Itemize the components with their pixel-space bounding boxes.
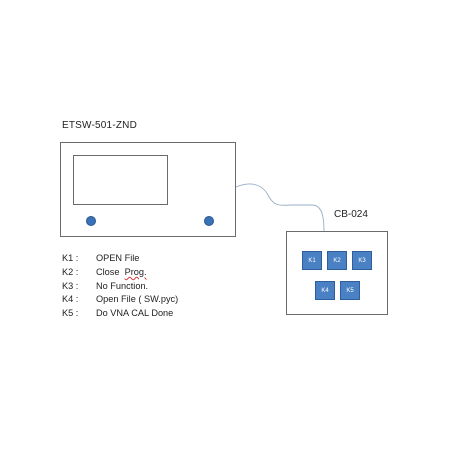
controller-title: CB-024 (334, 209, 368, 220)
cable-line (235, 183, 325, 232)
key-legend: K1 : OPEN File K2 : Close Prog. K3 : No Fun… (62, 252, 178, 321)
legend-key: K1 : (62, 253, 79, 263)
legend-row-k2: K2 : Close Prog. (62, 266, 178, 280)
legend-desc-flagged: Prog. (124, 266, 147, 277)
legend-row-k3: K3 : No Function. (62, 280, 178, 294)
legend-desc: No Function. (96, 280, 149, 291)
key-k2: K2 (327, 251, 347, 270)
key-k3: K3 (352, 251, 372, 270)
legend-row-k5: K5 : Do VNA CAL Done (62, 307, 178, 321)
legend-desc: Open File ( SW.pyc) (96, 294, 179, 305)
legend-key: K4 : (62, 294, 79, 305)
legend-desc: Do VNA CAL Done (96, 308, 174, 319)
key-k4: K4 (315, 281, 335, 300)
instrument-screen (73, 155, 168, 205)
controller-body (286, 231, 388, 315)
legend-key: K2 : (62, 266, 79, 277)
key-k5: K5 (340, 281, 360, 300)
instrument-title: ETSW-501-ZND (62, 120, 138, 131)
legend-row-k1: K1 : OPEN File (62, 252, 178, 266)
instrument-knob-left (86, 216, 96, 226)
legend-desc: Close (96, 266, 125, 277)
legend-key: K3 : (62, 280, 79, 291)
legend-desc: OPEN File (96, 253, 140, 263)
key-k1: K1 (302, 251, 322, 270)
legend-row-k4: K4 : Open File ( SW.pyc) (62, 293, 178, 307)
legend-key: K5 : (62, 308, 79, 319)
instrument-knob-right (204, 216, 214, 226)
